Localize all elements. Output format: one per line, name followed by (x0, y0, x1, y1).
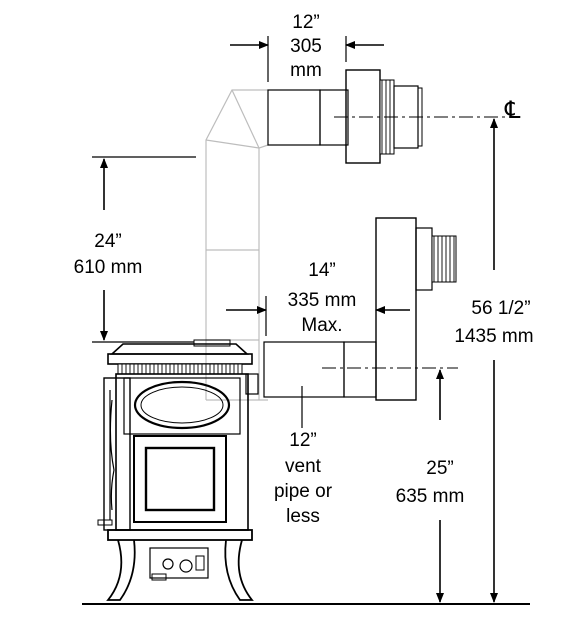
wood-stove (97, 339, 259, 601)
top-length-inches: 12” (292, 12, 319, 33)
lower-height-mm: 635 mm (396, 486, 465, 507)
top-length-mm-unit: mm (290, 60, 322, 81)
rise-inches: 24” (94, 231, 121, 252)
max-length-mm: 335 mm (288, 290, 357, 311)
rise-mm: 610 mm (74, 257, 143, 278)
vent-pipe-line1: vent (285, 456, 322, 477)
vent-pipe-line3: less (286, 506, 320, 527)
top-length-dimension (230, 36, 384, 82)
total-height-mm: 1435 mm (454, 326, 533, 347)
max-length-note: Max. (301, 315, 342, 336)
max-length-inches: 14” (308, 260, 335, 281)
rise-dimension (92, 156, 196, 343)
centerline-symbol: ℄ (504, 97, 521, 124)
vent-pipe-line2: pipe or (274, 481, 333, 502)
top-length-mm-value: 305 (290, 36, 322, 57)
total-height-inches: 56 1/2” (471, 298, 530, 319)
vent-pipe-inches: 12” (289, 430, 316, 451)
lower-height-inches: 25” (426, 458, 453, 479)
max-length-dimension (226, 296, 410, 336)
lower-vent-terminal (263, 217, 457, 401)
